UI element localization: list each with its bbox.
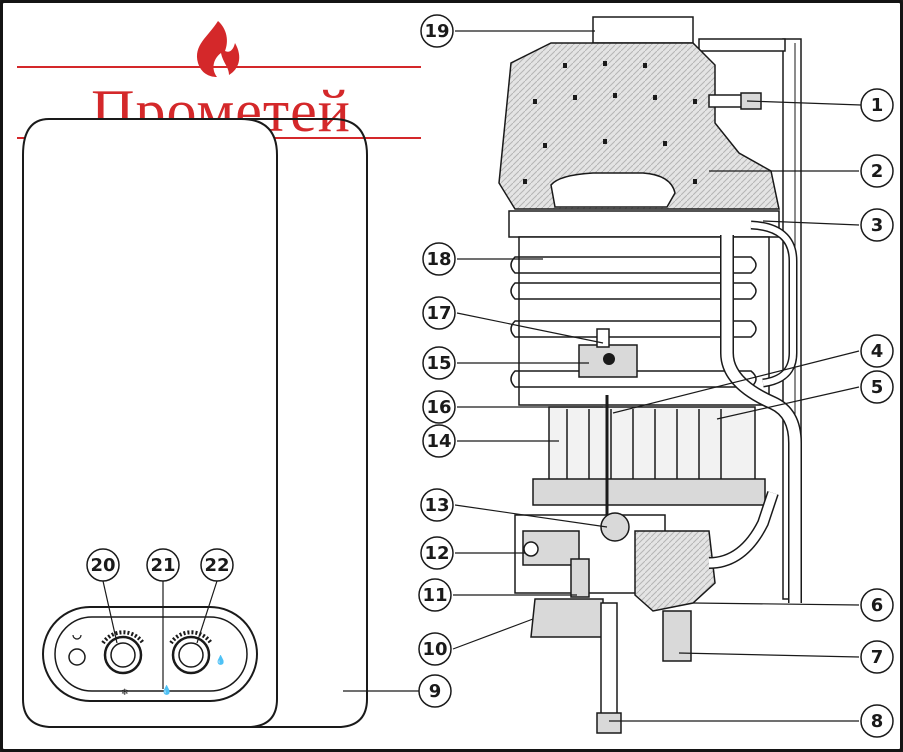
- water-flow-knob[interactable]: [101, 630, 145, 675]
- callout-number: 16: [426, 397, 451, 418]
- battery-box: [570, 558, 590, 598]
- callout-20: 20: [86, 548, 120, 582]
- flue-collar: [592, 16, 694, 44]
- callout-10: 10: [418, 632, 452, 666]
- callout-number: 10: [422, 639, 447, 660]
- callout-5: 5: [860, 370, 894, 404]
- callout-circle: [86, 548, 120, 582]
- ignition-button: [68, 648, 86, 666]
- callout-number: 5: [871, 377, 884, 398]
- callout-circle: [418, 674, 452, 708]
- callout-circle: [422, 390, 456, 424]
- cold-symbol: ❄: [121, 688, 129, 698]
- callout-number: 17: [426, 303, 451, 324]
- callout-22: 22: [200, 548, 234, 582]
- callout-circle: [860, 588, 894, 622]
- callout-9: 9: [418, 674, 452, 708]
- callout-number: 13: [424, 495, 449, 516]
- flame-symbol: 💧: [215, 654, 226, 666]
- callout-15: 15: [422, 346, 456, 380]
- callout-number: 18: [426, 249, 451, 270]
- overheat-sensor: [708, 94, 744, 108]
- callout-6: 6: [860, 588, 894, 622]
- callout-21: 21: [146, 548, 180, 582]
- callout-number: 11: [422, 585, 447, 606]
- callout-circle: [422, 242, 456, 276]
- callout-16: 16: [422, 390, 456, 424]
- callout-19: 19: [420, 14, 454, 48]
- callout-circle: [860, 88, 894, 122]
- callout-7: 7: [860, 640, 894, 674]
- callout-11: 11: [418, 578, 452, 612]
- callout-circle: [420, 536, 454, 570]
- callout-number: 21: [150, 555, 175, 576]
- callout-number: 12: [424, 543, 449, 564]
- callout-8: 8: [860, 704, 894, 738]
- heat-exchanger: [508, 210, 780, 238]
- callout-number: 14: [426, 431, 451, 452]
- control-panel: ❄ 💧 💧: [42, 606, 258, 702]
- callout-circle: [422, 424, 456, 458]
- water-inlet: [662, 610, 692, 662]
- callout-14: 14: [422, 424, 456, 458]
- callout-13: 13: [420, 488, 454, 522]
- callout-number: 22: [204, 555, 229, 576]
- callout-circle: [860, 704, 894, 738]
- leader-lines: [102, 30, 862, 722]
- callout-4: 4: [860, 334, 894, 368]
- water-drop-symbol: 💧: [161, 684, 172, 696]
- callout-circle: [860, 640, 894, 674]
- callout-circle: [860, 370, 894, 404]
- gas-valve-knob: [600, 512, 630, 542]
- callout-number: 7: [871, 647, 884, 668]
- callout-circle: [418, 578, 452, 612]
- callout-circle: [422, 296, 456, 330]
- callout-number: 20: [90, 555, 115, 576]
- water-unit: [634, 530, 716, 612]
- gas-pipe: [600, 602, 618, 716]
- callout-number: 3: [871, 215, 884, 236]
- callout-number: 1: [871, 95, 884, 116]
- burner: [548, 406, 756, 482]
- internal-mechanism: [498, 16, 802, 734]
- callout-12: 12: [420, 536, 454, 570]
- callout-2: 2: [860, 154, 894, 188]
- callout-number: 6: [871, 595, 884, 616]
- flue-hood: [498, 42, 780, 210]
- callout-number: 19: [424, 21, 449, 42]
- callout-18: 18: [422, 242, 456, 276]
- callout-number: 15: [426, 353, 451, 374]
- callout-17: 17: [422, 296, 456, 330]
- callout-circle: [420, 488, 454, 522]
- callout-circle: [418, 632, 452, 666]
- callout-circle: [200, 548, 234, 582]
- gas-power-knob[interactable]: [169, 630, 213, 675]
- callout-circle: [146, 548, 180, 582]
- callout-circle: [860, 334, 894, 368]
- callout-number: 2: [871, 161, 884, 182]
- callout-number: 9: [429, 681, 442, 702]
- callout-circle: [860, 208, 894, 242]
- callout-number: 8: [871, 711, 884, 732]
- callout-1: 1: [860, 88, 894, 122]
- water-heater-diagram: ❄ 💧 💧: [17, 14, 894, 738]
- callout-circle: [422, 346, 456, 380]
- callout-number: 4: [871, 341, 884, 362]
- callout-circle: [420, 14, 454, 48]
- callout-3: 3: [860, 208, 894, 242]
- callout-circle: [860, 154, 894, 188]
- flame-icon: [197, 21, 240, 77]
